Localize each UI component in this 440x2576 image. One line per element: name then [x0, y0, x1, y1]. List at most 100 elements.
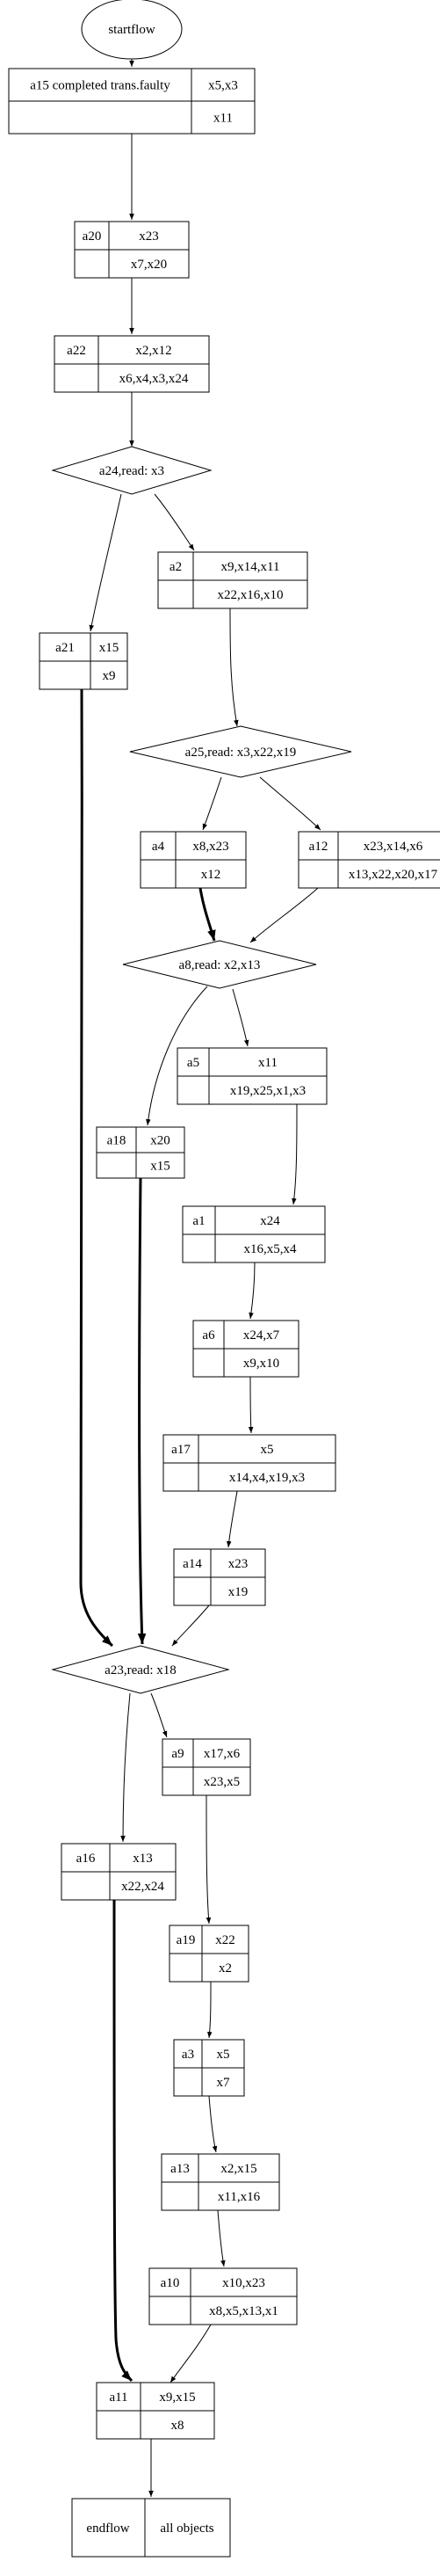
node-a16-top: x13 [133, 1852, 153, 1866]
edge-a14-a23 [171, 1605, 210, 1647]
end-node: endflow all objects [71, 2498, 231, 2558]
node-a11-bottom: x8 [171, 2419, 184, 2433]
node-a21-top: x15 [99, 641, 119, 655]
node-a12-bottom: x13,x22,x20,x17 [349, 868, 438, 882]
node-a13-name: a13 [170, 2162, 190, 2176]
decision-a25-label: a25,read: x3,x22,x19 [185, 746, 297, 760]
decision-a24-label: a24,read: x3 [99, 464, 164, 478]
node-a22-bottom: x6,x4,x3,x24 [119, 372, 189, 386]
edge-a17-a14 [226, 1490, 238, 1548]
node-a10-bottom: x8,x5,x13,x1 [209, 2304, 278, 2318]
node-a3-top: x5 [217, 2048, 230, 2062]
node-a6-top: x24,x7 [243, 1328, 280, 1343]
node-a2-top: x9,x14,x11 [221, 560, 280, 574]
node-a21-name: a21 [55, 641, 75, 655]
node-a9-bottom: x23,x5 [204, 1775, 240, 1789]
node-a14-top: x23 [228, 1557, 249, 1571]
start-node: startflow [81, 0, 183, 60]
edge-a5-a1 [292, 1103, 298, 1205]
node-a5-bottom: x19,x25,x1,x3 [230, 1084, 306, 1098]
node-a19-top: x22 [215, 1933, 235, 1947]
edge-a1-a6 [249, 1262, 256, 1320]
node-a17-name: a17 [171, 1443, 191, 1457]
node-a12-name: a12 [309, 840, 328, 854]
decision-a23: a23,read: x18 [51, 1645, 230, 1694]
edge-a13-a10 [217, 2209, 226, 2267]
node-a3-bottom: x7 [217, 2076, 231, 2090]
node-a14-name: a14 [183, 1557, 202, 1571]
node-a16-name: a16 [76, 1852, 96, 1866]
node-a20-name: a20 [83, 229, 102, 244]
node-a17-top: x5 [261, 1443, 274, 1457]
node-a21: a21 x15 x9 [39, 632, 128, 690]
node-a22-name: a22 [67, 344, 86, 358]
edge-a21-a23 [79, 688, 114, 1648]
edge-a2-a25 [229, 608, 239, 727]
node-a13: a13 x2,x15 x11,x16 [161, 2153, 280, 2211]
node-a6-bottom: x9,x10 [243, 1357, 279, 1371]
decision-a8: a8,read: x2,x13 [122, 940, 317, 989]
node-a11-name: a11 [109, 2390, 127, 2405]
node-a15-top: x5,x3 [208, 79, 238, 93]
node-a4-bottom: x12 [201, 868, 221, 882]
decision-a23-label: a23,read: x18 [105, 1663, 177, 1677]
node-a4-top: x8,x23 [192, 840, 228, 854]
edge-a25-a12 [259, 776, 321, 831]
edge-a23-a9 [150, 1692, 168, 1738]
node-a5-name: a5 [187, 1056, 199, 1070]
node-a6: a6 x24,x7 x9,x10 [192, 1320, 299, 1378]
edge-a3-a13 [208, 2095, 218, 2153]
start-label: startflow [108, 23, 155, 37]
edge-a24-a21 [89, 493, 122, 632]
node-a2-bottom: x22,x16,x10 [218, 588, 284, 602]
node-a19-bottom: x2 [219, 1961, 232, 1976]
node-a10: a10 x10,x23 x8,x5,x13,x1 [148, 2267, 298, 2325]
node-a13-bottom: x11,x16 [218, 2190, 261, 2204]
end-name: endflow [86, 2521, 129, 2536]
node-a15-bottom: x11 [213, 112, 233, 126]
edge-a8-a5 [232, 988, 249, 1047]
node-a13-top: x2,x15 [220, 2162, 256, 2176]
edge-a6-a17 [248, 1376, 254, 1434]
node-a18-top: x20 [150, 1134, 170, 1148]
edge-a4-a8 [198, 887, 216, 942]
decision-a25: a25,read: x3,x22,x19 [129, 725, 352, 778]
node-a3-name: a3 [182, 2048, 194, 2062]
node-a12: a12 x23,x14,x6 x13,x22,x20,x17 [298, 831, 440, 889]
node-a20-bottom: x7,x20 [131, 258, 167, 272]
node-a18-name: a18 [107, 1134, 126, 1148]
edge-a18-a23 [137, 1177, 147, 1645]
edges [79, 59, 321, 2497]
edge-a8-a18 [146, 986, 208, 1126]
end-label: all objects [160, 2521, 213, 2536]
node-a10-name: a10 [161, 2276, 180, 2290]
node-a15-name: a15 completed trans.faulty [30, 79, 170, 93]
node-a2: a2 x9,x14,x11 x22,x16,x10 [157, 551, 308, 609]
node-a21-bottom: x9 [103, 669, 116, 683]
node-a10-top: x10,x23 [222, 2276, 265, 2290]
node-a15: a15 completed trans.faulty x5,x3 x11 [8, 68, 256, 135]
node-a18-bottom: x15 [150, 1160, 170, 1174]
node-a12-top: x23,x14,x6 [364, 840, 423, 854]
node-a9-name: a9 [171, 1747, 184, 1761]
edge-a12-a8 [249, 887, 319, 943]
node-a1-name: a1 [192, 1214, 205, 1228]
edge-a25-a4 [202, 776, 222, 831]
node-a6-name: a6 [202, 1328, 215, 1343]
decision-a8-label: a8,read: x2,x13 [179, 958, 261, 972]
node-a2-name: a2 [170, 560, 182, 574]
edge-a9-a19 [206, 1794, 212, 1925]
edge-a24-a2 [154, 493, 195, 551]
